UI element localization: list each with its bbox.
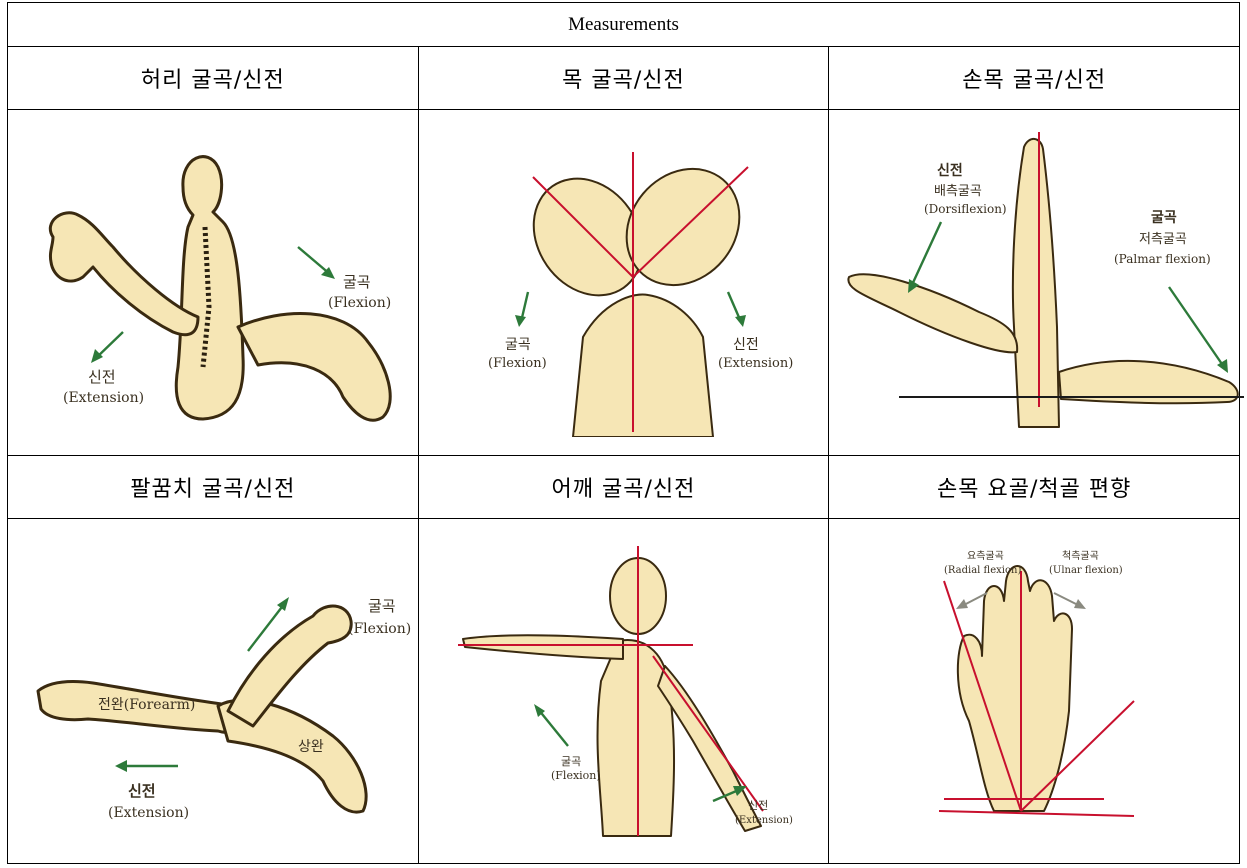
elbow-forearm-label: 전완(Forearm) xyxy=(98,697,195,713)
label-elbow: 팔꿈치 굴곡/신전 xyxy=(8,455,419,518)
elbow-illustration: 굴곡 (Flexion) 전완(Forearm) 상완 신전 (Extensio… xyxy=(13,541,413,841)
cell-elbow: 굴곡 (Flexion) 전완(Forearm) 상완 신전 (Extensio… xyxy=(8,518,419,863)
label-neck: 목 굴곡/신전 xyxy=(418,47,829,110)
wrist-flex-en: (Palmar flexion) xyxy=(1114,252,1211,266)
extended-body xyxy=(50,213,198,335)
elbow-extension-en: (Extension) xyxy=(108,805,189,821)
waist-illustration: 굴곡 (Flexion) 신전 (Extension) xyxy=(13,127,413,437)
wrist-ext-ko: 신전 xyxy=(937,162,963,179)
label-wrist: 손목 굴곡/신전 xyxy=(829,47,1240,110)
wrist-flex-sub-ko: 저측굴곡 xyxy=(1139,232,1187,247)
dorsiflexed-hand xyxy=(849,275,1018,353)
neck-illustration: 굴곡 (Flexion) 신전 (Extension) xyxy=(433,127,813,437)
shoulder-extension-en: (Extension) xyxy=(735,815,793,826)
elbow-flexion-en: (Flexion) xyxy=(348,621,411,637)
label-waist: 허리 굴곡/신전 xyxy=(8,47,419,110)
flexed-body xyxy=(238,314,390,421)
wrist-ext-en: (Dorsiflexion) xyxy=(924,202,1007,216)
neck-extension-ko: 신전 xyxy=(733,337,759,353)
neck-flexion-en: (Flexion) xyxy=(488,356,547,371)
radial-ko: 요측굴곡 xyxy=(967,550,1004,562)
upright-hand xyxy=(1013,139,1059,427)
label-shoulder: 어깨 굴곡/신전 xyxy=(418,455,829,518)
elbow-upper-arm-label: 상완 xyxy=(298,739,324,755)
ulnar-en: (Ulnar flexion) xyxy=(1049,565,1123,576)
label-deviation: 손목 요골/척골 편향 xyxy=(829,455,1240,518)
elbow-flexion-ko: 굴곡 xyxy=(368,597,396,615)
cell-deviation: 요측굴곡 (Radial flexion) 척측굴곡 (Ulnar flexio… xyxy=(829,518,1240,863)
neck-flexion-ko: 굴곡 xyxy=(505,337,531,353)
palm xyxy=(958,566,1072,811)
cell-wrist: 신전 배측굴곡 (Dorsiflexion) 굴곡 저측굴곡 (Palmar f… xyxy=(829,110,1240,455)
flexed-forearm xyxy=(228,606,351,726)
wrist-ext-sub-ko: 배측굴곡 xyxy=(934,184,982,199)
cell-shoulder: 굴곡 (Flexion) 신전 (Extension) xyxy=(418,518,829,863)
elbow-extension-ko: 신전 xyxy=(128,782,156,800)
waist-extension-ko: 신전 xyxy=(88,368,116,386)
neck-torso xyxy=(573,295,713,438)
shoulder-flexion-en: (Flexion) xyxy=(551,769,601,782)
shoulder-flexion-ko: 굴곡 xyxy=(561,755,581,768)
waist-flexion-ko: 굴곡 xyxy=(343,273,371,291)
cell-waist: 굴곡 (Flexion) 신전 (Extension) xyxy=(8,110,419,455)
wrist-illustration: 신전 배측굴곡 (Dorsiflexion) 굴곡 저측굴곡 (Palmar f… xyxy=(829,127,1247,437)
waist-flexion-en: (Flexion) xyxy=(328,295,391,311)
measurements-table: Measurements 허리 굴곡/신전 목 굴곡/신전 손목 굴곡/신전 xyxy=(7,2,1240,864)
wrist-flex-ko: 굴곡 xyxy=(1151,210,1177,226)
waist-extension-en: (Extension) xyxy=(63,390,144,406)
cell-neck: 굴곡 (Flexion) 신전 (Extension) xyxy=(418,110,829,455)
shoulder-illustration: 굴곡 (Flexion) 신전 (Extension) xyxy=(443,541,803,841)
horizontal-arm xyxy=(463,635,623,659)
radial-en: (Radial flexion) xyxy=(944,565,1021,576)
table-title: Measurements xyxy=(8,3,1240,47)
ulnar-ko: 척측굴곡 xyxy=(1062,550,1099,562)
neck-extension-en: (Extension) xyxy=(718,356,793,371)
deviation-illustration: 요측굴곡 (Radial flexion) 척측굴곡 (Ulnar flexio… xyxy=(884,541,1184,841)
shoulder-extension-ko: 신전 xyxy=(748,799,768,812)
